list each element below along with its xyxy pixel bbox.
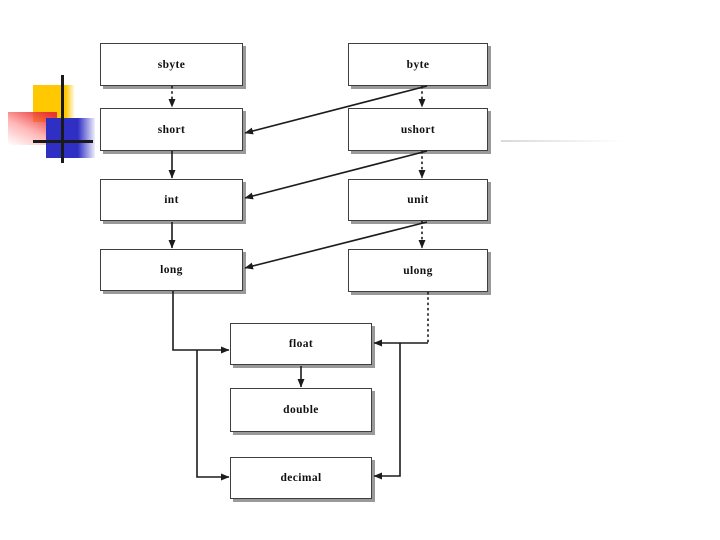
node-label: unit [407, 194, 429, 206]
node-int: int [100, 179, 243, 221]
node-label: double [283, 404, 319, 416]
node-ushort: ushort [348, 108, 488, 151]
node-sbyte: sbyte [100, 43, 243, 86]
node-byte: byte [348, 43, 488, 86]
node-label: byte [406, 58, 430, 71]
node-unit: unit [348, 179, 488, 221]
node-ulong: ulong [348, 249, 488, 292]
node-double: double [230, 388, 372, 432]
node-short: short [100, 108, 243, 151]
decoration-faint-divider-line [501, 140, 623, 142]
decoration-cross-horizontal-line [33, 140, 93, 143]
node-label: int [164, 194, 179, 206]
node-label: short [157, 123, 186, 136]
node-float: float [230, 323, 372, 365]
node-label: sbyte [157, 58, 186, 71]
decoration-blue-square [46, 118, 95, 158]
node-label: long [160, 264, 183, 276]
edge-long-decimal [196, 350, 230, 481]
node-decimal: decimal [230, 457, 372, 499]
edge-long-float [172, 291, 230, 354]
node-label: float [288, 338, 314, 350]
node-long: long [100, 249, 243, 291]
edge-ulong-decimal [373, 343, 401, 480]
node-label: ushort [400, 123, 436, 136]
decoration-cross-vertical-line [61, 75, 64, 163]
node-label: ulong [403, 264, 433, 277]
node-label: decimal [280, 472, 322, 484]
